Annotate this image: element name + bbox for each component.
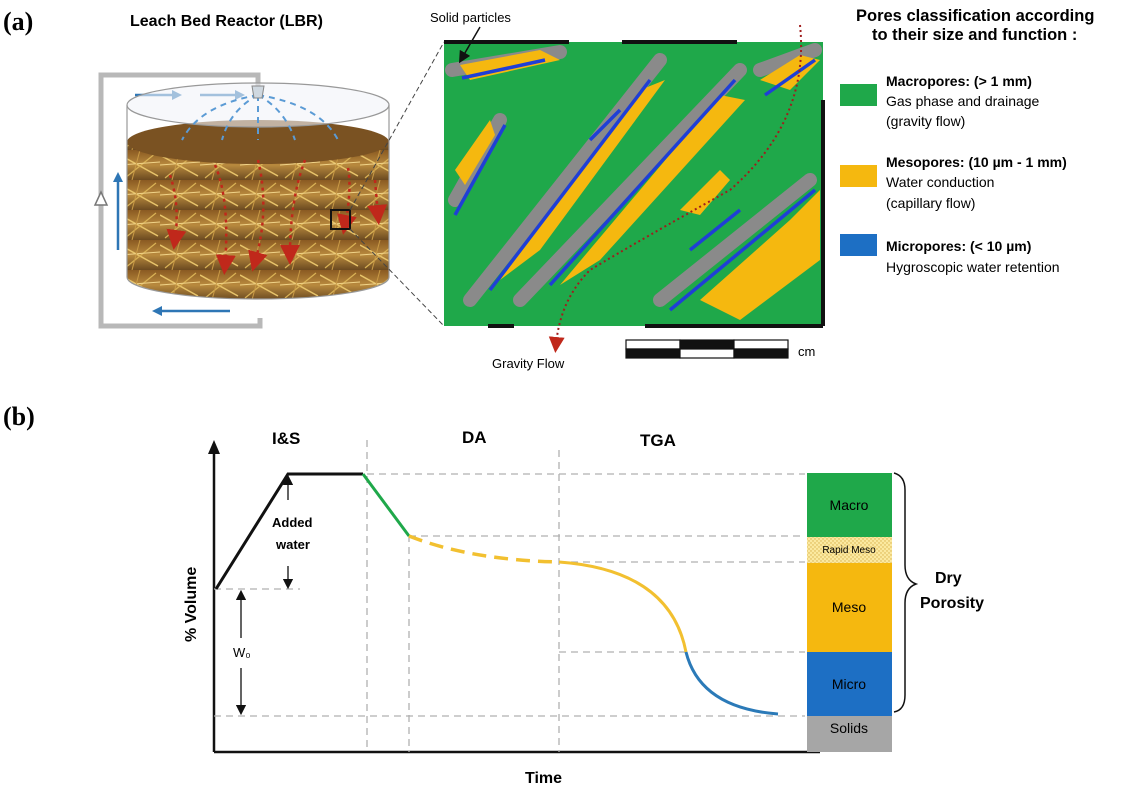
- legend-micro-title: Micropores: (< 10 µm): [886, 238, 1031, 254]
- curve-meso-drying: [558, 560, 688, 653]
- pore-micrograph: [444, 40, 825, 328]
- porosity-stacked-bar: [807, 473, 892, 752]
- bar-segment-macro: [807, 473, 892, 537]
- panel-a-letter: (a): [3, 7, 33, 36]
- curve-drainage-macro: [361, 473, 411, 537]
- zoom-lines: [349, 41, 445, 327]
- curve-fill-plateau: [214, 472, 363, 590]
- phase-label-tga: TGA: [640, 431, 676, 450]
- zoom-region-box: [330, 209, 351, 230]
- legend-micro-line1: Hygroscopic water retention: [886, 259, 1060, 275]
- bar-segment-solids: [807, 716, 892, 752]
- phase-label-da: DA: [462, 428, 487, 447]
- bar-label-micro: Micro: [832, 676, 866, 692]
- legend-swatch-micro: [840, 234, 877, 256]
- curve-rapid-meso-dashed: [408, 534, 560, 564]
- legend-macro-line2: (gravity flow): [886, 113, 965, 129]
- legend-meso-line2: (capillary flow): [886, 195, 975, 211]
- bar-label-meso: Meso: [832, 599, 866, 615]
- phase-label-is: I&S: [272, 429, 300, 448]
- scale-bar: [625, 339, 789, 359]
- added-water-label-2: water: [275, 537, 310, 552]
- bar-segment-meso: [807, 563, 892, 652]
- sprinkler-nozzle-icon: [251, 85, 265, 99]
- y-axis-label: % Volume: [183, 567, 200, 642]
- legend-macro-title: Macropores: (> 1 mm): [886, 73, 1032, 89]
- dry-porosity-brace: [893, 472, 919, 713]
- x-axis-label: Time: [525, 770, 562, 787]
- solid-particles-pointer: [458, 26, 481, 64]
- dry-porosity-label-2: Porosity: [920, 595, 984, 612]
- legend-macro-line1: Gas phase and drainage: [886, 93, 1040, 109]
- panel-b-letter: (b): [3, 402, 35, 431]
- dry-porosity-label-1: Dry: [935, 570, 962, 587]
- percolation-arrows: [166, 159, 388, 275]
- solid-particles-label: Solid particles: [430, 10, 511, 25]
- bar-label-macro: Macro: [830, 497, 869, 513]
- gravity-flow-label: Gravity Flow: [492, 356, 565, 371]
- y-axis-arrow: [208, 440, 220, 454]
- pump-triangle-icon: [93, 190, 109, 206]
- phase-dividers: [366, 440, 560, 752]
- bar-label-solids: Solids: [830, 720, 868, 736]
- bar-label-rapid-meso: Rapid Meso: [822, 545, 876, 556]
- legend-meso-title: Mesopores: (10 µm - 1 mm): [886, 154, 1067, 170]
- added-water-label-1: Added: [272, 515, 313, 530]
- legend-meso-line1: Water conduction: [886, 174, 994, 190]
- reactor-title: Leach Bed Reactor (LBR): [130, 13, 323, 30]
- level-guides: [214, 473, 805, 717]
- bar-segment-rapid-meso: [807, 537, 892, 563]
- legend-swatch-macro: [840, 84, 877, 106]
- w0-label: W₀: [233, 645, 251, 660]
- curve-micro-drying: [684, 651, 779, 716]
- legend-heading-2: to their size and function :: [872, 26, 1077, 44]
- legend-swatch-meso: [840, 165, 877, 187]
- legend-heading-1: Pores classification according: [856, 7, 1094, 25]
- reactor-vessel: [126, 82, 390, 300]
- scale-unit: cm: [798, 344, 815, 359]
- axes: [212, 447, 820, 754]
- bar-segment-micro: [807, 652, 892, 716]
